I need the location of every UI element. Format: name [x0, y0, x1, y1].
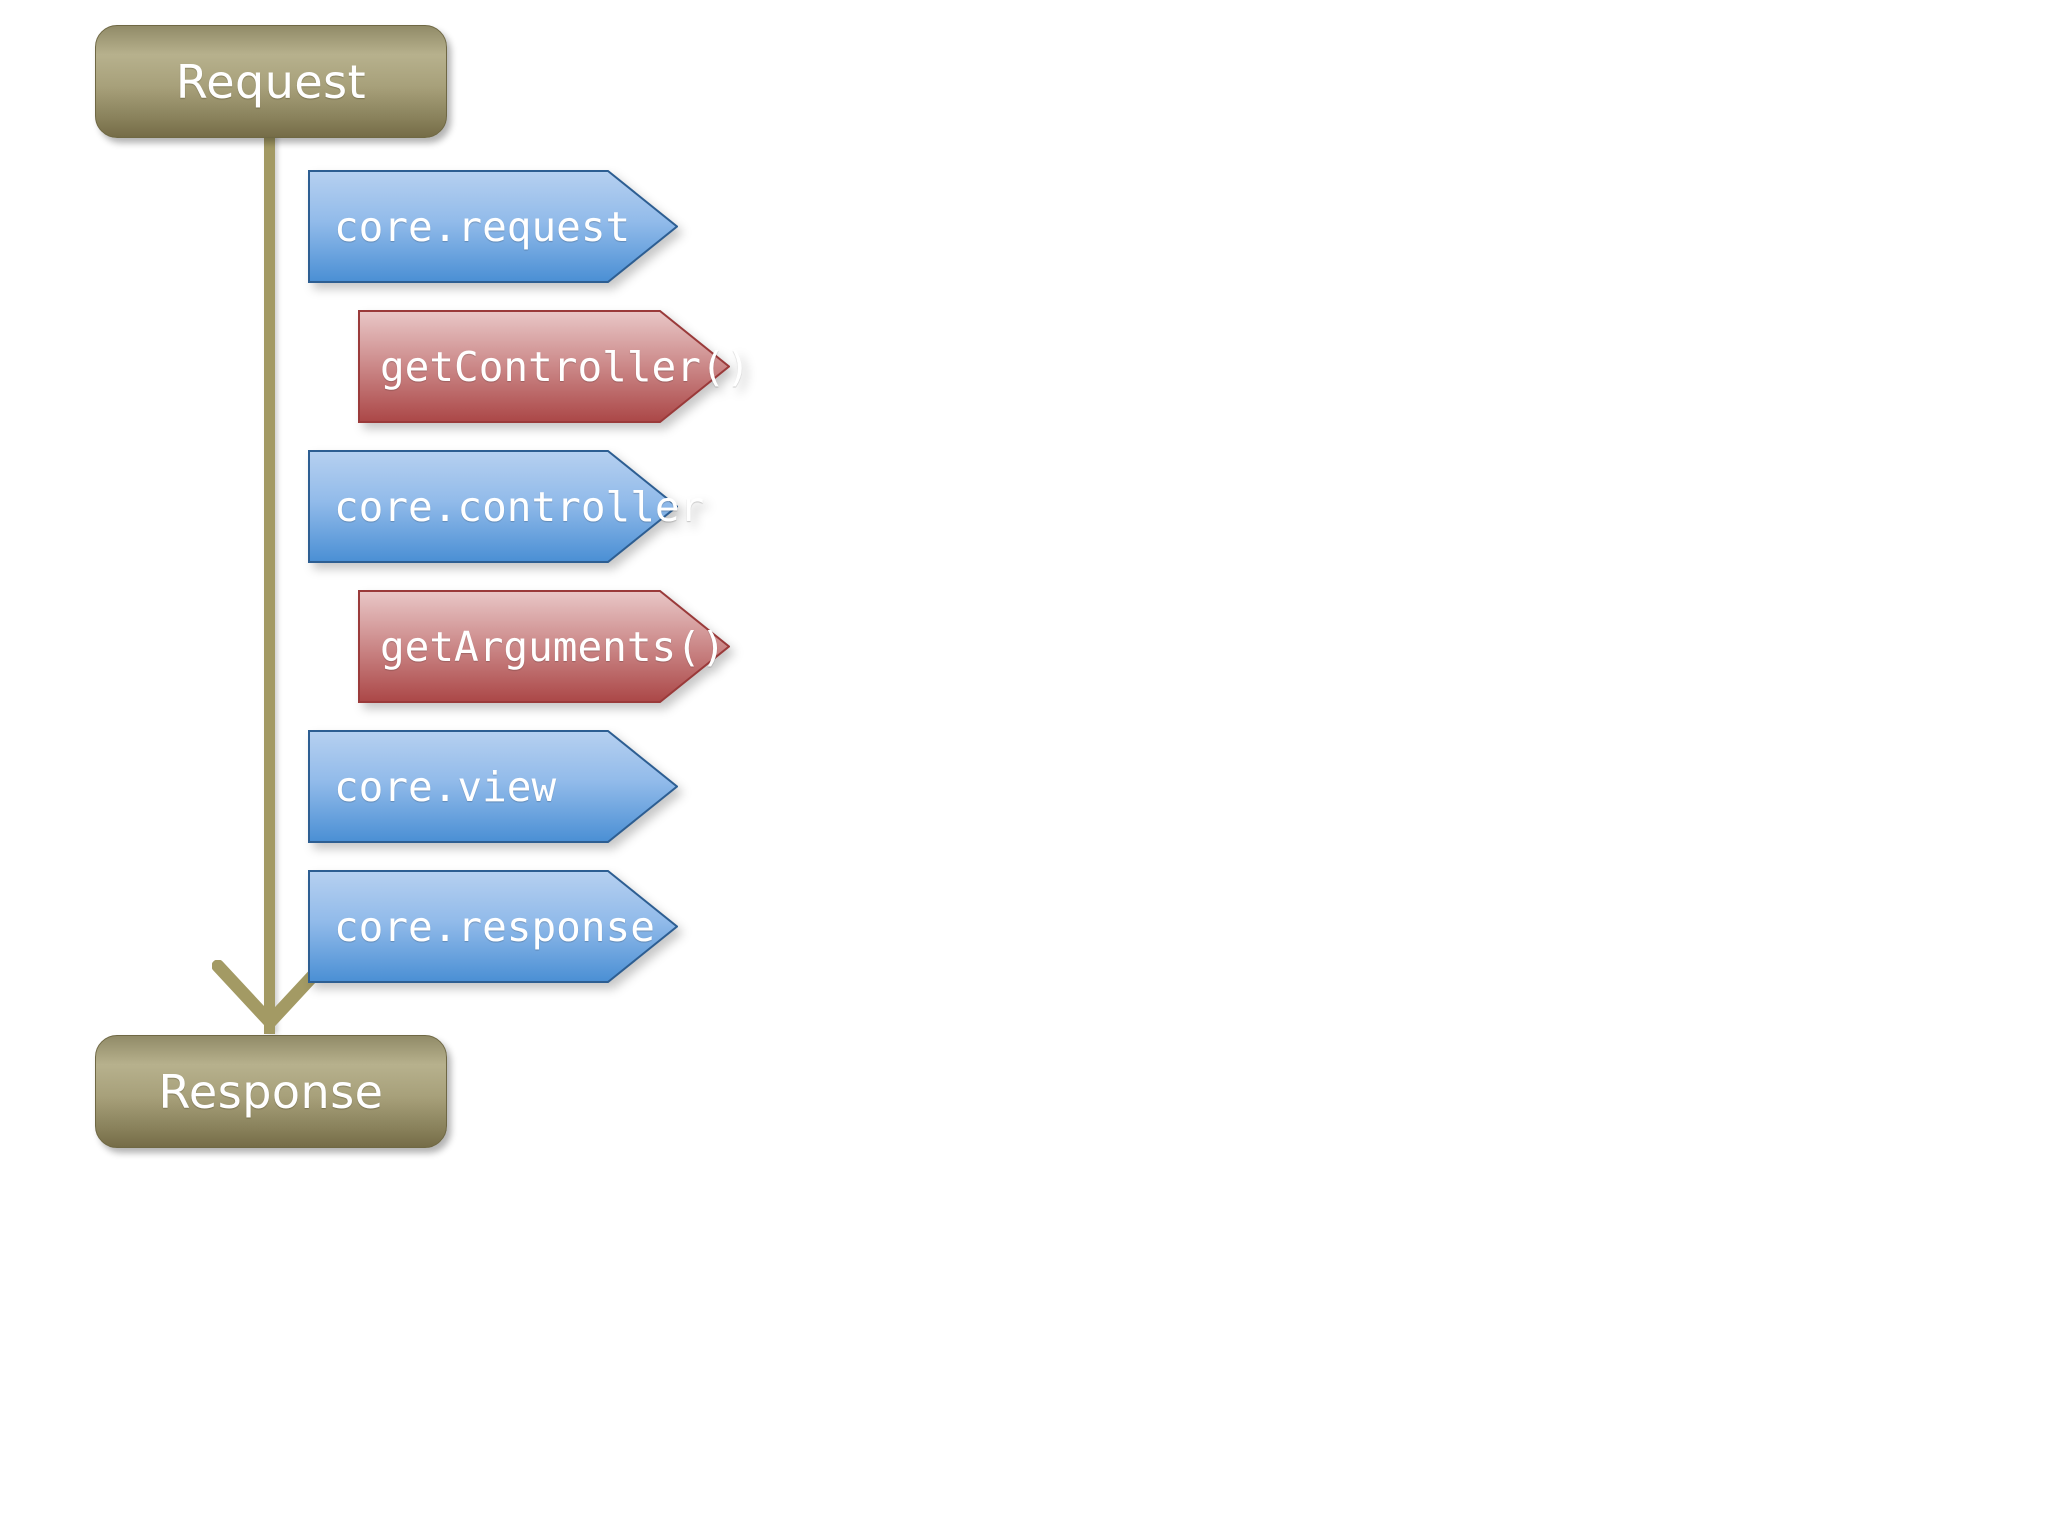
- step-label: core.request: [334, 202, 631, 251]
- step-core-request[interactable]: core.request: [308, 170, 678, 283]
- step-get-arguments[interactable]: getArguments(): [358, 590, 730, 703]
- node-request[interactable]: Request: [95, 25, 447, 138]
- node-response[interactable]: Response: [95, 1035, 447, 1148]
- pentagon-arrow-shape: [358, 310, 730, 423]
- pentagon-arrow-shape: [308, 170, 678, 283]
- step-label: getController(): [380, 342, 751, 391]
- connector-arrowhead-icon: [212, 960, 328, 1032]
- step-get-controller[interactable]: getController(): [358, 310, 750, 423]
- step-core-response[interactable]: core.response: [308, 870, 678, 983]
- pentagon-arrow-shape: [308, 450, 678, 563]
- step-label: getArguments(): [380, 622, 726, 671]
- step-label: core.controller: [334, 482, 705, 531]
- step-core-view[interactable]: core.view: [308, 730, 678, 843]
- connector-line: [264, 132, 275, 1034]
- node-response-label: Response: [158, 1064, 384, 1119]
- pentagon-arrow-shape: [308, 730, 678, 843]
- step-label: core.view: [334, 762, 557, 811]
- step-core-controller[interactable]: core.controller: [308, 450, 704, 563]
- node-request-label: Request: [175, 54, 367, 109]
- pentagon-arrow-shape: [358, 590, 730, 703]
- pentagon-arrow-shape: [308, 870, 678, 983]
- step-label: core.response: [334, 902, 655, 951]
